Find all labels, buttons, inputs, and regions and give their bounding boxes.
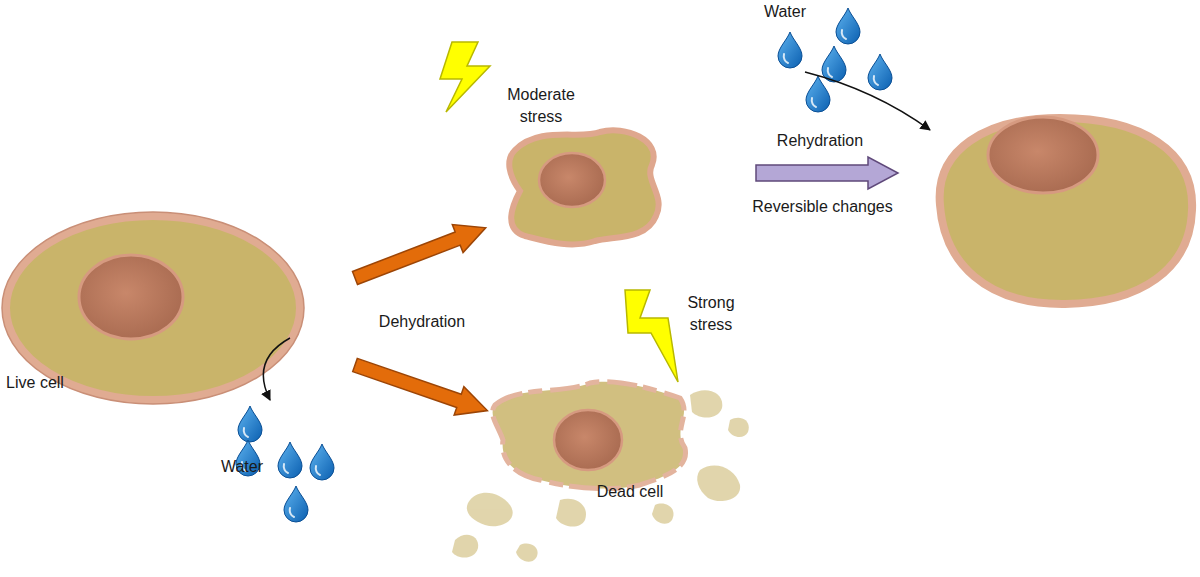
rehydration-arrow xyxy=(756,157,898,189)
lightning-bolt xyxy=(440,42,490,112)
dead-cell xyxy=(452,382,749,562)
shrunken-cell xyxy=(509,130,658,244)
lightning-bolt xyxy=(625,290,678,382)
rehydrated-cell xyxy=(940,117,1192,304)
text-label: Water xyxy=(750,1,820,23)
text-label: Dehydration xyxy=(362,311,482,333)
text-label: Reversible changes xyxy=(735,196,910,218)
text-label: Live cell xyxy=(0,372,70,394)
text-label: Rehydration xyxy=(760,130,880,152)
dehydration-arrow xyxy=(350,351,492,425)
dehydration-arrow xyxy=(350,214,491,292)
text-label: Moderate stress xyxy=(495,84,587,128)
text-label: Dead cell xyxy=(585,481,675,503)
text-label: Strong stress xyxy=(670,292,752,336)
water-flow-arrow xyxy=(805,72,930,130)
water-flow-arrow xyxy=(263,338,290,400)
text-label: Water xyxy=(207,456,277,478)
